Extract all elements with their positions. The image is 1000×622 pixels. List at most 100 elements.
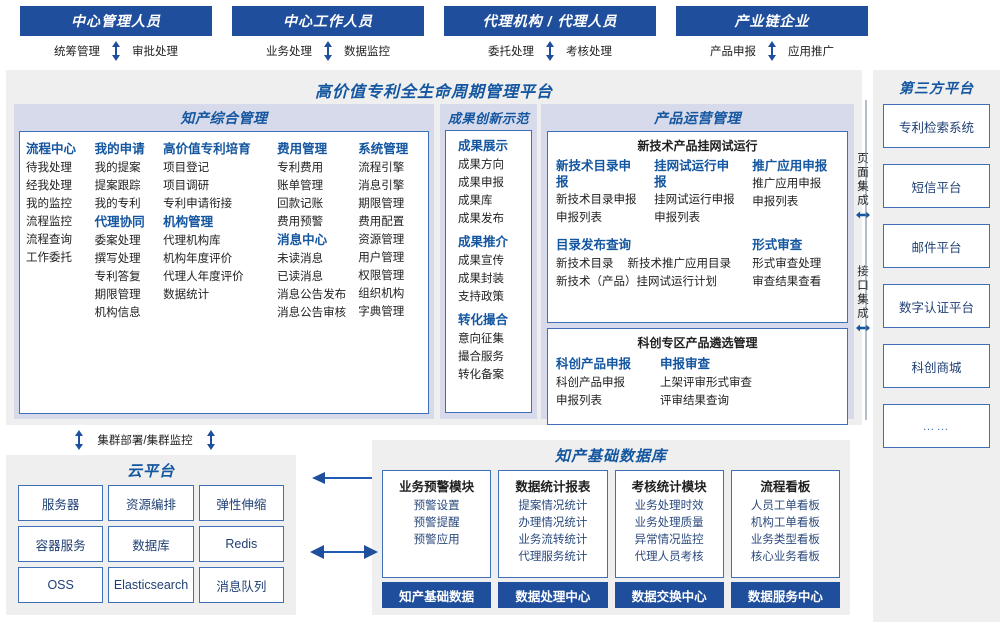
leaf-item[interactable]: 工作委托 [26,252,72,264]
leaf-item[interactable]: 推广应用申报 [752,178,822,190]
group-title-费用管理[interactable]: 费用管理 [277,142,328,156]
leaf-item[interactable]: 代理服务统计 [518,551,588,563]
leaf-item[interactable]: 业务处理质量 [634,517,704,529]
leaf-item[interactable]: 上架评审形式审查 [660,377,752,389]
leaf-item[interactable]: 专利申请衔接 [163,198,233,210]
group-title-推广应用申报[interactable]: 推广应用申报 [752,159,828,173]
group-title-新技术目录申报[interactable]: 新技术目录申报 [556,159,632,189]
group-title-机构管理[interactable]: 机构管理 [163,215,214,229]
group-title-成果展示[interactable]: 成果展示 [458,139,509,153]
leaf-item[interactable]: 新技术目录申报 [556,194,637,206]
leaf-item[interactable]: 审查结果查看 [752,276,822,288]
third-party-item-email[interactable]: 邮件平台 [883,224,990,268]
cloud-cell-redis[interactable]: Redis [198,526,284,562]
leaf-item[interactable]: 消息引擎 [358,180,405,192]
leaf-item[interactable]: 成果库 [458,195,493,207]
third-party-item-mall[interactable]: 科创商城 [883,344,990,388]
leaf-item[interactable]: 机构信息 [94,307,141,319]
leaf-item[interactable]: 预警设置 [413,500,460,512]
leaf-item[interactable]: 机构年度评价 [163,253,233,265]
leaf-item[interactable]: 成果发布 [458,213,504,225]
leaf-item[interactable]: 转化备案 [458,369,504,381]
leaf-item[interactable]: 代理机构库 [163,235,221,247]
leaf-item[interactable]: 资源管理 [358,234,405,246]
cloud-cell-server[interactable]: 服务器 [18,485,104,521]
leaf-item[interactable]: 期限管理 [358,198,405,210]
group-title-代理协同[interactable]: 代理协同 [94,215,145,229]
leaf-item[interactable]: 提案情况统计 [518,500,588,512]
leaf-item[interactable]: 我的监控 [26,198,72,210]
cloud-cell-oss[interactable]: OSS [18,567,104,603]
kdb-foot-exchange-center[interactable]: 数据交换中心 [614,582,724,608]
group-title-申报审查[interactable]: 申报审查 [660,357,711,371]
leaf-item[interactable]: 权限管理 [358,270,405,282]
actor-title-2[interactable]: 代理机构 / 代理人员 [444,6,656,36]
actor-title-1[interactable]: 中心工作人员 [232,6,424,36]
group-title-形式审查[interactable]: 形式审查 [752,238,803,252]
group-title-系统管理[interactable]: 系统管理 [358,142,409,156]
leaf-item[interactable]: 费用配置 [358,216,405,228]
leaf-item[interactable]: 流程监控 [26,216,72,228]
leaf-item[interactable]: 代理人员考核 [634,551,704,563]
leaf-item[interactable]: 流程引擎 [358,162,405,174]
leaf-item[interactable]: 成果申报 [458,177,504,189]
cloud-cell-database[interactable]: 数据库 [108,526,194,562]
leaf-item[interactable]: 专利答复 [94,271,141,283]
group-title-挂网试运行申报[interactable]: 挂网试运行申报 [654,159,730,189]
leaf-item[interactable]: 支持政策 [458,291,504,303]
leaf-item[interactable]: 账单管理 [277,180,324,192]
group-title-科创产品申报[interactable]: 科创产品申报 [556,357,632,371]
actor-title-0[interactable]: 中心管理人员 [20,6,212,36]
leaf-item[interactable]: 用户管理 [358,252,405,264]
third-party-item-patent-search[interactable]: 专利检索系统 [883,104,990,148]
leaf-item[interactable]: 期限管理 [94,289,141,301]
cloud-cell-mq[interactable]: 消息队列 [198,567,284,603]
leaf-item[interactable]: 挂网试运行申报 [654,194,735,206]
leaf-item[interactable]: 预警应用 [413,534,460,546]
kdb-foot-service-center[interactable]: 数据服务中心 [730,582,840,608]
leaf-item[interactable]: 异常情况监控 [634,534,704,546]
leaf-item[interactable]: 申报列表 [752,196,799,208]
leaf-item[interactable]: 消息公告审核 [277,307,347,319]
group-title-成果推介[interactable]: 成果推介 [458,235,509,249]
leaf-item[interactable]: 评审结果查询 [660,395,729,407]
leaf-item[interactable]: 组织机构 [358,288,405,300]
leaf-item[interactable]: 我的专利 [94,198,141,210]
leaf-item[interactable]: 新技术目录 [556,258,614,270]
leaf-item[interactable]: 机构工单看板 [750,517,820,529]
leaf-item[interactable]: 委案处理 [94,235,141,247]
leaf-item[interactable]: 办理情况统计 [518,517,588,529]
leaf-item[interactable]: 人员工单看板 [750,500,820,512]
group-title-流程中心[interactable]: 流程中心 [26,142,77,156]
leaf-item[interactable]: 消息公告发布 [277,289,347,301]
leaf-item[interactable]: 业务类型看板 [750,534,820,546]
leaf-item[interactable]: 经我处理 [26,180,72,192]
leaf-item[interactable]: 成果方向 [458,159,504,171]
leaf-item[interactable]: 数据统计 [163,289,210,301]
leaf-item[interactable]: 申报列表 [654,212,701,224]
leaf-item[interactable]: 业务处理时效 [634,500,704,512]
leaf-item[interactable]: 成果宣传 [458,255,504,267]
actor-title-3[interactable]: 产业链企业 [676,6,868,36]
third-party-item-more[interactable]: …… [883,404,990,448]
leaf-item[interactable]: 流程查询 [26,234,72,246]
cloud-cell-container[interactable]: 容器服务 [18,526,104,562]
third-party-item-digital-cert[interactable]: 数字认证平台 [883,284,990,328]
leaf-item[interactable]: 已读消息 [277,271,324,283]
leaf-item[interactable]: 意向征集 [458,333,504,345]
group-title-消息中心[interactable]: 消息中心 [277,233,328,247]
leaf-item[interactable]: 专利费用 [277,162,324,174]
leaf-item[interactable]: 未读消息 [277,253,324,265]
leaf-item[interactable]: 费用预警 [277,216,324,228]
leaf-item[interactable]: 申报列表 [556,212,602,224]
leaf-item[interactable]: 形式审查处理 [752,258,822,270]
leaf-item[interactable]: 业务流转统计 [518,534,588,546]
cloud-cell-orchestration[interactable]: 资源编排 [108,485,194,521]
kdb-foot-processing-center[interactable]: 数据处理中心 [498,582,608,608]
leaf-item[interactable]: 新技术推广应用目录 [627,258,732,270]
leaf-item[interactable]: 我的提案 [94,162,141,174]
leaf-item[interactable]: 待我处理 [26,162,72,174]
leaf-item[interactable]: 撰写处理 [94,253,141,265]
kdb-foot-basic-data[interactable]: 知产基础数据 [382,582,492,608]
cloud-cell-elasticsearch[interactable]: Elasticsearch [108,567,194,603]
